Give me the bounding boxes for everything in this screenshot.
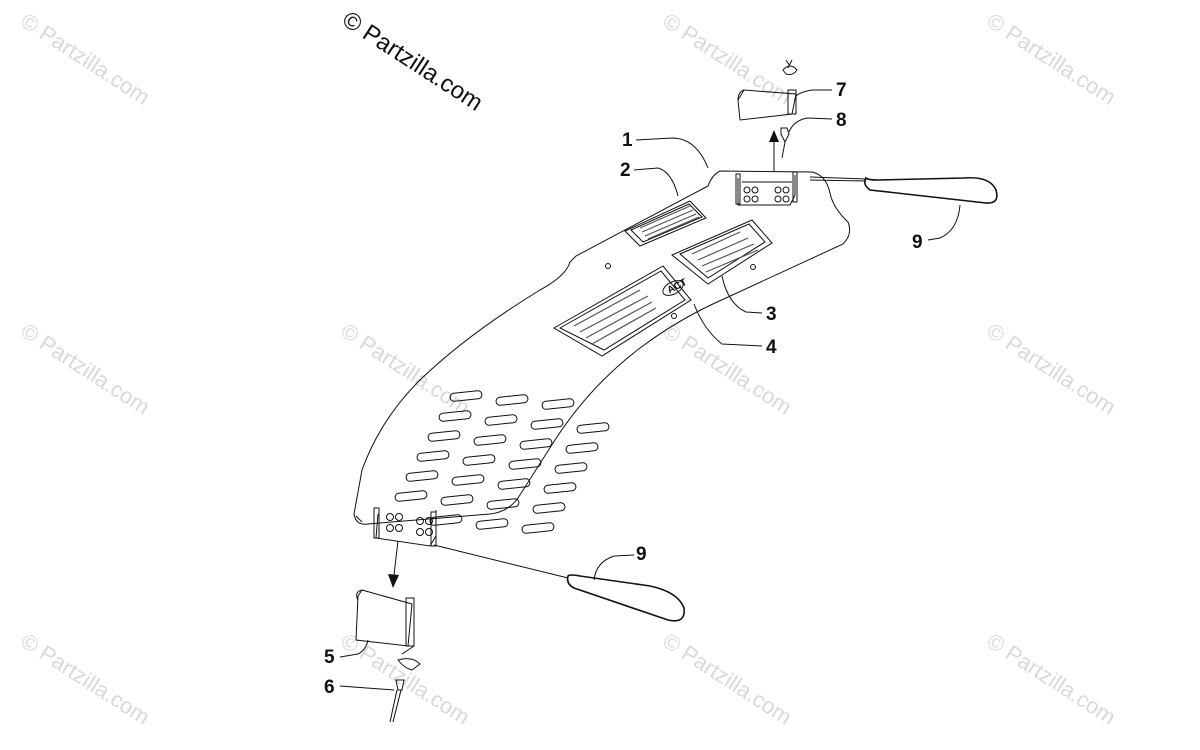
tray-edge (355, 515, 363, 523)
tray-body (353, 170, 851, 525)
vent-slot (429, 514, 463, 526)
vent-slot (521, 522, 555, 534)
vent-slot (543, 482, 577, 494)
label-decal-4: ACT (552, 265, 692, 357)
label-decal-2 (624, 200, 707, 247)
vent-slot (565, 442, 599, 454)
vent-slot (449, 390, 483, 402)
vent-slot (541, 398, 575, 410)
callout-3: 3 (721, 275, 777, 325)
svg-text:8: 8 (836, 110, 847, 131)
svg-text:4: 4 (766, 337, 777, 358)
svg-text:1: 1 (622, 130, 633, 151)
vent-slot (497, 478, 531, 490)
vent-slot (440, 494, 474, 506)
svg-text:6: 6 (324, 677, 335, 698)
callout-6: 6 (324, 677, 395, 698)
svg-text:7: 7 (836, 80, 847, 101)
vent-slot (427, 430, 461, 442)
hinge-clip-7 (737, 59, 798, 121)
svg-text:5: 5 (324, 647, 335, 668)
cable-9-top (809, 176, 998, 204)
callout-5: 5 (324, 639, 369, 668)
callout-9-bottom: 9 (593, 544, 647, 581)
callout-1: 1 (622, 130, 709, 169)
vent-slot (508, 458, 542, 470)
svg-text:3: 3 (766, 304, 777, 325)
callout-8: 8 (788, 110, 847, 133)
vent-slot (416, 450, 450, 462)
vent-slot (473, 434, 507, 446)
mount-hole (750, 264, 756, 270)
vent-slot (530, 418, 564, 430)
callout-7: 7 (795, 80, 847, 101)
vent-slot (532, 502, 566, 514)
mount-hole (605, 263, 611, 269)
callout-2: 2 (620, 160, 679, 197)
vent-slot (462, 454, 496, 466)
vent-slot (554, 462, 588, 474)
mount-hole (671, 313, 677, 319)
vent-slot (495, 394, 529, 406)
vent-slot (475, 518, 509, 530)
vent-slot (486, 498, 520, 510)
callout-9-top: 9 (912, 204, 961, 253)
vent-slot (405, 470, 439, 482)
vent-slot (519, 438, 553, 450)
vent-slot (394, 490, 428, 502)
bottom-hinge-bracket (373, 507, 437, 547)
label-decal-3 (671, 219, 773, 285)
top-hinge-bracket (735, 171, 798, 206)
cable-9-bottom (433, 544, 685, 622)
svg-text:2: 2 (620, 160, 631, 181)
arrow-up (769, 130, 779, 172)
callout-4: 4 (693, 303, 777, 358)
rivet-pin-8 (780, 127, 790, 159)
svg-text:9: 9 (912, 232, 923, 253)
svg-text:9: 9 (636, 544, 647, 565)
vent-slot (438, 410, 472, 422)
hinge-clip-5 (355, 589, 421, 671)
vent-slot (484, 414, 518, 426)
vent-slot (451, 474, 485, 486)
vent-slots (394, 390, 610, 534)
rivet-6 (389, 679, 405, 723)
arrow-down (388, 540, 399, 588)
vent-slot (576, 422, 610, 434)
